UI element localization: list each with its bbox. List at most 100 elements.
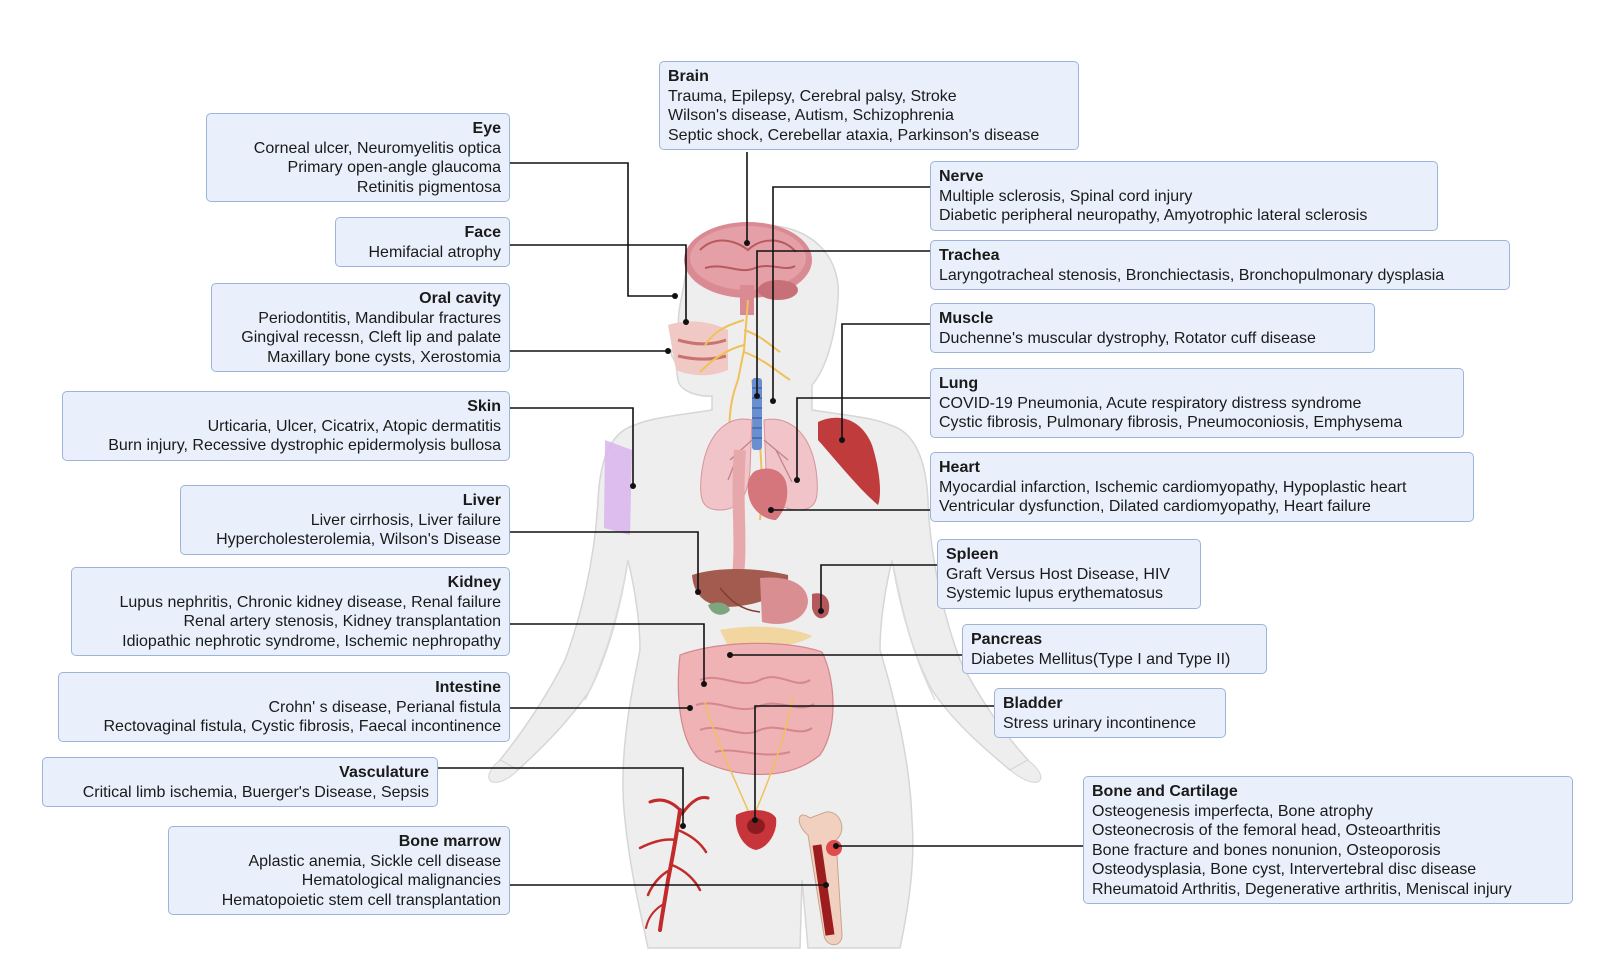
label-vasculature: Vasculature Critical limb ischemia, Buer… (42, 757, 438, 807)
label-kidney-line: Idiopathic nephrotic syndrome, Ischemic … (122, 632, 501, 650)
label-bone-marrow: Bone marrow Aplastic anemia, Sickle cell… (168, 826, 510, 915)
label-brain-line: Trauma, Epilepsy, Cerebral palsy, Stroke (668, 87, 957, 105)
connector-lines (438, 152, 1083, 886)
label-face-line: Hemifacial atrophy (368, 243, 502, 261)
label-kidney-title: Kidney (447, 574, 501, 591)
stomach-illustration (760, 577, 808, 624)
label-spleen-line: Systemic lupus erythematosus (946, 585, 1163, 602)
label-spleen-title: Spleen (946, 546, 999, 563)
connector-vasculature (438, 767, 684, 826)
label-lung-line: Cystic fibrosis, Pulmonary fibrosis, Pne… (939, 414, 1403, 431)
label-eye-line: Primary open-angle glaucoma (287, 159, 501, 176)
label-skin: Skin Urticaria, Ulcer, Cicatrix, Atopic … (62, 391, 510, 461)
label-lung-line: COVID-19 Pneumonia, Acute respiratory di… (939, 394, 1362, 412)
artery-illustration (638, 796, 710, 932)
connector-eye (510, 162, 675, 297)
connector-spleen (820, 564, 937, 611)
label-pancreas: Pancreas Diabetes Mellitus(Type I and Ty… (962, 624, 1267, 674)
connector-trachea (756, 250, 930, 396)
pancreas-illustration (720, 626, 812, 648)
label-eye-title: Eye (472, 120, 501, 137)
label-face: Face Hemifacial atrophy (335, 217, 510, 267)
label-heart-line: Myocardial infarction, Ischemic cardiomy… (939, 478, 1407, 496)
label-face-title: Face (464, 224, 501, 241)
label-heart-title: Heart (939, 459, 980, 476)
gallbladder-illustration (708, 602, 730, 615)
label-liver-title: Liver (462, 492, 501, 509)
label-nerve: Nerve Multiple sclerosis, Spinal cord in… (930, 161, 1438, 231)
label-trachea: Trachea Laryngotracheal stenosis, Bronch… (930, 240, 1510, 290)
label-bone-cartilage-line: Osteodysplasia, Bone cyst, Intervertebra… (1092, 861, 1477, 878)
connector-nerve (772, 186, 930, 401)
label-bone-marrow-line: Hematopoietic stem cell transplantation (221, 891, 501, 909)
label-oral-cavity-line: Periodontitis, Mandibular fractures (258, 309, 501, 327)
label-bladder-line: Stress urinary incontinence (1003, 714, 1196, 732)
bone-illustration (798, 811, 843, 946)
label-intestine-line: Rectovaginal fistula, Cystic fibrosis, F… (103, 718, 501, 735)
oral-cavity-illustration (668, 321, 728, 376)
label-kidney-line: Lupus nephritis, Chronic kidney disease,… (119, 593, 501, 611)
label-intestine: Intestine Crohn' s disease, Perianal fis… (58, 672, 510, 742)
label-bladder-title: Bladder (1003, 695, 1063, 712)
label-bone-cartilage-line: Bone fracture and bones nonunion, Osteop… (1092, 841, 1441, 859)
connector-endpoints (630, 240, 845, 888)
label-spleen: Spleen Graft Versus Host Disease, HIV Sy… (937, 539, 1201, 609)
esophagus-illustration (732, 449, 746, 576)
muscle-illustration (818, 417, 880, 505)
label-kidney: Kidney Lupus nephritis, Chronic kidney d… (71, 567, 510, 656)
label-lung-title: Lung (939, 375, 979, 392)
label-nerve-line: Diabetic peripheral neuropathy, Amyotrop… (939, 207, 1368, 224)
label-kidney-line: Renal artery stenosis, Kidney transplant… (183, 613, 501, 630)
label-intestine-title: Intestine (435, 679, 501, 696)
connector-liver (510, 531, 699, 592)
label-oral-cavity: Oral cavity Periodontitis, Mandibular fr… (211, 283, 510, 372)
label-bladder: Bladder Stress urinary incontinence (994, 688, 1226, 738)
connector-lung (796, 397, 930, 480)
connector-face (510, 244, 687, 322)
label-bone-cartilage-line: Osteonecrosis of the femoral head, Osteo… (1092, 822, 1441, 839)
label-liver-line: Hypercholesterolemia, Wilson's Disease (216, 531, 501, 548)
label-eye-line: Retinitis pigmentosa (356, 178, 501, 196)
label-nerve-title: Nerve (939, 168, 984, 185)
skin-patch (604, 440, 632, 535)
label-pancreas-line: Diabetes Mellitus(Type I and Type II) (971, 650, 1231, 668)
connector-skin (510, 407, 634, 486)
heart-illustration (747, 468, 788, 520)
brain-illustration (684, 222, 812, 315)
label-bone-cartilage-line: Osteogenesis imperfecta, Bone atrophy (1092, 802, 1374, 820)
label-intestine-line: Crohn' s disease, Perianal fistula (268, 698, 501, 716)
connector-muscle (841, 323, 930, 440)
label-liver-line: Liver cirrhosis, Liver failure (310, 511, 501, 529)
label-oral-cavity-line: Gingival recessn, Cleft lip and palate (241, 329, 501, 346)
label-brain-line: Wilson's disease, Autism, Schizophrenia (668, 107, 954, 124)
label-bone-marrow-line: Hematological malignancies (301, 872, 501, 889)
label-nerve-line: Multiple sclerosis, Spinal cord injury (939, 187, 1193, 205)
connector-kidney (510, 623, 705, 684)
label-bone-marrow-line: Aplastic anemia, Sickle cell disease (248, 852, 501, 870)
label-oral-cavity-line: Maxillary bone cysts, Xerostomia (267, 348, 501, 366)
label-vasculature-line: Critical limb ischemia, Buerger's Diseas… (82, 783, 429, 801)
label-trachea-line: Laryngotracheal stenosis, Bronchiectasis… (939, 266, 1445, 284)
label-bone-marrow-title: Bone marrow (398, 833, 501, 850)
label-skin-line: Urticaria, Ulcer, Cicatrix, Atopic derma… (207, 417, 501, 435)
label-muscle-title: Muscle (939, 310, 994, 327)
label-eye: Eye Corneal ulcer, Neuromyelitis optica … (206, 113, 510, 202)
label-muscle: Muscle Duchenne's muscular dystrophy, Ro… (930, 303, 1375, 353)
label-vasculature-title: Vasculature (339, 764, 429, 781)
label-liver: Liver Liver cirrhosis, Liver failure Hyp… (180, 485, 510, 555)
ureter-illustration (704, 696, 794, 821)
label-brain-line: Septic shock, Cerebellar ataxia, Parkins… (668, 126, 1040, 144)
label-spleen-line: Graft Versus Host Disease, HIV (946, 565, 1171, 583)
label-skin-title: Skin (467, 398, 501, 415)
label-pancreas-title: Pancreas (971, 631, 1043, 648)
label-oral-cavity-title: Oral cavity (419, 290, 501, 307)
label-bone-cartilage-title: Bone and Cartilage (1092, 783, 1238, 800)
label-trachea-title: Trachea (939, 247, 1000, 264)
label-heart: Heart Myocardial infarction, Ischemic ca… (930, 452, 1474, 522)
label-muscle-line: Duchenne's muscular dystrophy, Rotator c… (939, 329, 1316, 347)
label-bone-cartilage-line: Rheumatoid Arthritis, Degenerative arthr… (1092, 880, 1512, 898)
label-bone-cartilage: Bone and Cartilage Osteogenesis imperfec… (1083, 776, 1573, 904)
label-heart-line: Ventricular dysfunction, Dilated cardiom… (939, 498, 1371, 515)
label-eye-line: Corneal ulcer, Neuromyelitis optica (253, 139, 501, 157)
